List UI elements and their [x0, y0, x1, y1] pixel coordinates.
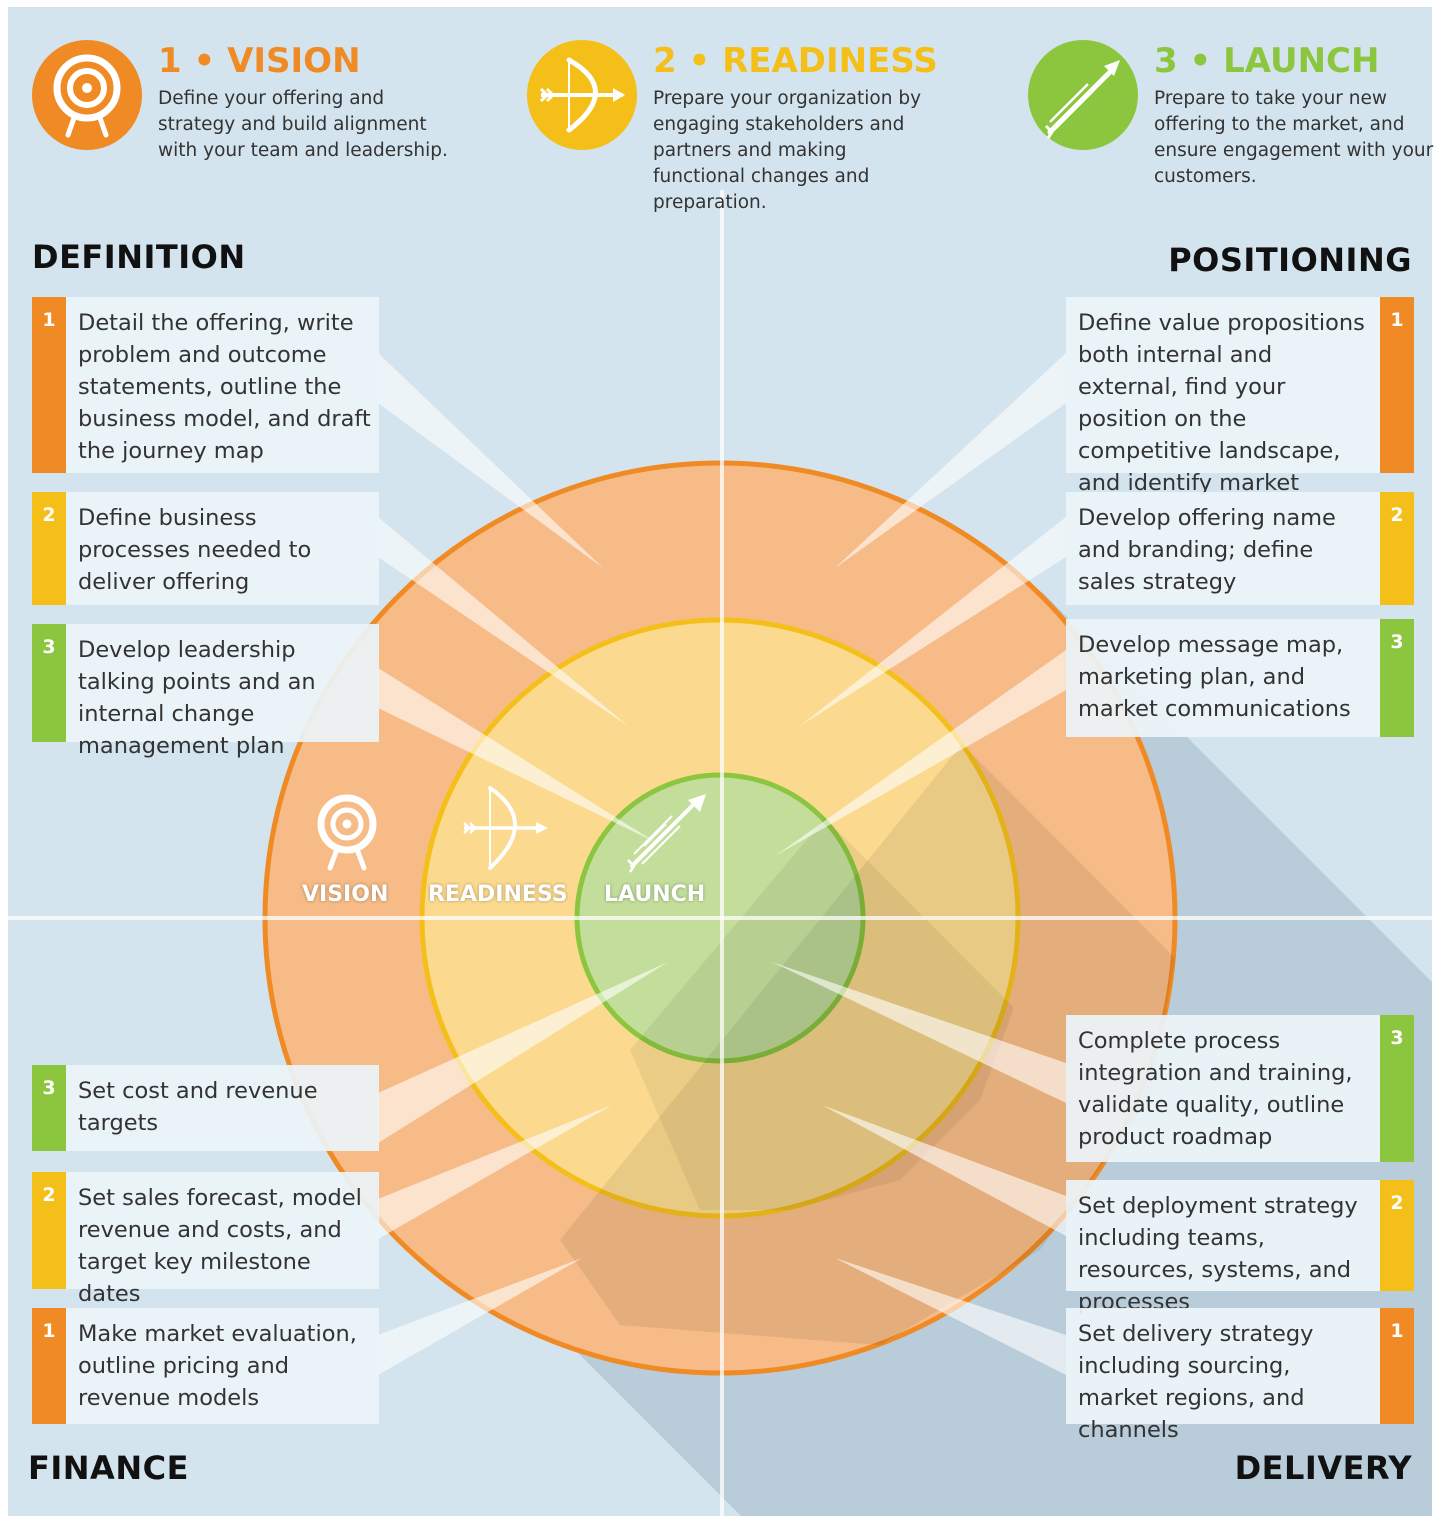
- phase-description: Prepare your organization by engaging st…: [653, 88, 922, 213]
- ring-arrow-launch-icon: [627, 794, 706, 873]
- step-text: Set cost and revenue targets: [78, 1078, 318, 1136]
- definition-step-3: 3 Develop leadership talking points and …: [32, 624, 379, 759]
- step-number-badge: 2: [1380, 1180, 1414, 1291]
- definition-step-2: 2 Define business processes needed to de…: [32, 492, 379, 605]
- ring-label-readiness: READINESS: [428, 882, 568, 907]
- delivery-step-2: 2 Set deployment strategy including team…: [1066, 1180, 1414, 1315]
- positioning-step-1: 1 Define value propositions both interna…: [1066, 297, 1414, 496]
- step-text: Define value propositions both internal …: [1078, 310, 1365, 496]
- quadrant-title-finance: FINANCE: [28, 1449, 189, 1487]
- step-text: Set deployment strategy including teams,…: [1078, 1193, 1358, 1315]
- quadrant-title-definition: DEFINITION: [32, 238, 246, 276]
- phase-title: 3 • LAUNCH: [1154, 41, 1380, 81]
- step-text: Detail the offering, write problem and o…: [78, 310, 371, 464]
- step-number-badge: 2: [1380, 492, 1414, 605]
- step-number-badge: 1: [1380, 1308, 1414, 1424]
- definition-step-1: 1 Detail the offering, write problem and…: [32, 297, 379, 473]
- arrow-launch-icon: [1028, 40, 1138, 150]
- target-icon: [32, 40, 142, 150]
- ring-target-icon: [317, 794, 377, 871]
- phase-title: 1 • VISION: [158, 41, 361, 81]
- step-number-badge: 1: [1380, 297, 1414, 473]
- step-text: Make market evaluation, outline pricing …: [78, 1321, 357, 1411]
- connector-rays: [378, 353, 1066, 1375]
- phase-description: Define your offering and strategy and bu…: [158, 88, 448, 161]
- quadrant-title-positioning: POSITIONING: [1168, 241, 1412, 279]
- step-text: Develop offering name and branding; defi…: [1078, 505, 1336, 595]
- step-text: Set sales forecast, model revenue and co…: [78, 1185, 362, 1307]
- step-text: Develop leadership talking points and an…: [78, 637, 316, 759]
- positioning-step-2: 2 Develop offering name and branding; de…: [1066, 492, 1414, 605]
- step-number-badge: 2: [32, 1172, 66, 1289]
- delivery-step-1: 1 Set delivery strategy including sourci…: [1066, 1308, 1414, 1443]
- step-number-badge: 3: [32, 1065, 66, 1151]
- step-number-badge: 1: [32, 297, 66, 473]
- ring-label-vision: VISION: [302, 882, 389, 907]
- finance-step-1: 1 Make market evaluation, outline pricin…: [32, 1308, 379, 1424]
- phase-description: Prepare to take your new offering to the…: [1154, 88, 1434, 187]
- delivery-step-3: 3 Complete process integration and train…: [1066, 1015, 1414, 1162]
- finance-step-3: 3 Set cost and revenue targets: [32, 1065, 379, 1151]
- bow-arrow-icon: [527, 40, 637, 150]
- step-text: Develop message map, marketing plan, and…: [1078, 632, 1351, 722]
- phase-title: 2 • READINESS: [653, 41, 938, 81]
- step-text: Set delivery strategy including sourcing…: [1078, 1321, 1314, 1443]
- finance-step-2: 2 Set sales forecast, model revenue and …: [32, 1172, 379, 1307]
- step-number-badge: 2: [32, 492, 66, 605]
- ring-bow-arrow-icon: [463, 786, 548, 870]
- step-text: Complete process integration and trainin…: [1078, 1028, 1353, 1150]
- ring-label-launch: LAUNCH: [604, 882, 706, 907]
- step-number-badge: 3: [1380, 619, 1414, 737]
- quadrant-title-delivery: DELIVERY: [1234, 1449, 1412, 1487]
- step-text: Define business processes needed to deli…: [78, 505, 312, 595]
- step-number-badge: 3: [32, 624, 66, 742]
- step-number-badge: 3: [1380, 1015, 1414, 1162]
- positioning-step-3: 3 Develop message map, marketing plan, a…: [1066, 619, 1414, 737]
- step-number-badge: 1: [32, 1308, 66, 1424]
